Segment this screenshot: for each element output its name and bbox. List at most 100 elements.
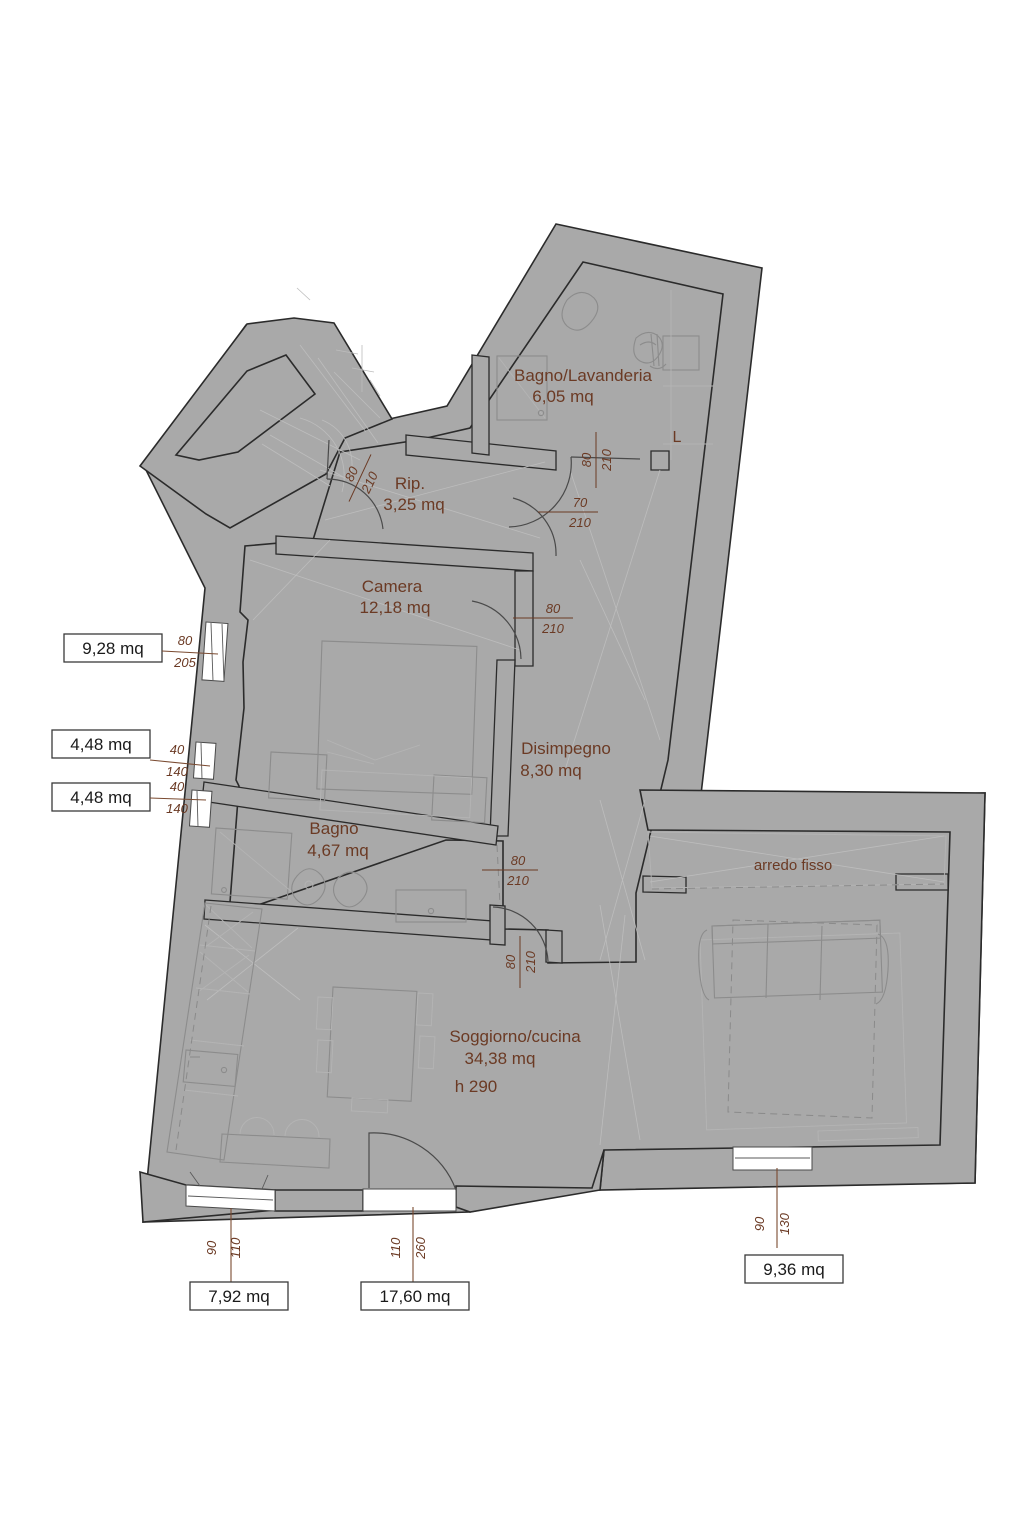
wall-camera-right-lower bbox=[489, 659, 516, 837]
window-camera-40-140 bbox=[192, 741, 217, 780]
svg-text:140: 140 bbox=[166, 801, 188, 816]
camera-furniture bbox=[268, 640, 488, 824]
wall-bagnolav-left bbox=[471, 354, 490, 456]
room-label-soggiorno-name: Soggiorno/cucina bbox=[449, 1027, 581, 1046]
door-opening-line-bagno bbox=[496, 844, 501, 906]
wall-arredo-stub-left bbox=[642, 875, 687, 894]
chair-r1 bbox=[415, 992, 434, 1027]
wall-bottom-mid bbox=[274, 1189, 364, 1212]
chair-l1 bbox=[315, 996, 334, 1031]
area-box-4-48-a bbox=[51, 729, 151, 759]
laundry-marker: L bbox=[673, 429, 682, 446]
toilet-icon bbox=[291, 868, 326, 906]
kitchen-counter-run bbox=[166, 902, 263, 1161]
window-living-90-130 bbox=[732, 1146, 813, 1171]
bidet-icon bbox=[332, 871, 368, 908]
svg-text:4,48 mq: 4,48 mq bbox=[70, 788, 131, 807]
swing-bagno bbox=[492, 906, 549, 962]
svg-text:9,28 mq: 9,28 mq bbox=[82, 639, 143, 658]
svg-text:260: 260 bbox=[413, 1236, 428, 1259]
room-label-rip-name: Rip. bbox=[395, 474, 425, 493]
nightstand-right bbox=[431, 774, 488, 824]
breakfast-counter bbox=[219, 1133, 331, 1169]
room-label-bagno-lavanderia-name: Bagno/Lavanderia bbox=[514, 366, 653, 385]
wall-soggiorno-jamb bbox=[545, 929, 563, 964]
svg-text:80: 80 bbox=[511, 853, 526, 868]
wc-icon bbox=[633, 331, 667, 370]
dim-bagnolav-entry: 80 210 bbox=[579, 432, 614, 488]
area-box-17-60 bbox=[360, 1281, 470, 1311]
stool-1 bbox=[239, 1117, 275, 1136]
svg-text:110: 110 bbox=[228, 1237, 243, 1258]
room-label-rip-area: 3,25 mq bbox=[383, 495, 444, 514]
svg-text:130: 130 bbox=[777, 1212, 792, 1234]
room-labels: Bagno/Lavanderia 6,05 mq Rip. 3,25 mq Ca… bbox=[307, 366, 652, 1096]
svg-text:210: 210 bbox=[599, 448, 614, 471]
area-box-7-92 bbox=[189, 1281, 289, 1311]
kitchen-upper-cabinets bbox=[175, 905, 212, 1151]
kitchen-sink bbox=[182, 1049, 239, 1088]
chair-bottom bbox=[350, 1097, 389, 1114]
sofa bbox=[698, 919, 889, 1005]
svg-text:110: 110 bbox=[388, 1237, 403, 1258]
window-bagno-40-140 bbox=[188, 789, 213, 828]
svg-text:80: 80 bbox=[546, 601, 561, 616]
svg-text:80: 80 bbox=[178, 633, 193, 648]
bagno-lavanderia-fixtures: L bbox=[496, 290, 713, 460]
room-label-bagno-area: 4,67 mq bbox=[307, 841, 368, 860]
svg-text:4,48 mq: 4,48 mq bbox=[70, 735, 131, 754]
svg-text:80: 80 bbox=[342, 464, 362, 484]
bagno-fixtures bbox=[210, 827, 467, 923]
arredo-fisso-zone: arredo fisso bbox=[647, 831, 947, 890]
bed-footboard bbox=[319, 769, 473, 819]
chair-r2 bbox=[417, 1035, 436, 1070]
internal-partitions bbox=[201, 354, 949, 964]
svg-text:90: 90 bbox=[752, 1216, 767, 1231]
left-dimension-annotations: 9,28 mq 80 205 4,48 mq 40 140 4,48 mq 40… bbox=[51, 633, 219, 816]
door-entrance-110-260 bbox=[362, 1132, 457, 1212]
room-label-soggiorno-height: h 290 bbox=[455, 1077, 498, 1096]
svg-text:210: 210 bbox=[523, 950, 538, 973]
svg-text:80: 80 bbox=[503, 954, 518, 969]
area-box-9-28 bbox=[63, 633, 163, 663]
svg-text:40: 40 bbox=[170, 779, 185, 794]
dim-soggiorno-entry: 80 210 bbox=[503, 936, 538, 988]
arredo-fisso-dashline bbox=[651, 883, 945, 890]
wall-bagno-door-jamb bbox=[489, 904, 506, 946]
dim-rip-disimpegno: 70 210 bbox=[538, 495, 598, 530]
room-label-soggiorno-area: 34,38 mq bbox=[465, 1049, 536, 1068]
svg-text:80: 80 bbox=[579, 452, 594, 467]
svg-text:7,92 mq: 7,92 mq bbox=[208, 1287, 269, 1306]
bagno-vanity bbox=[395, 889, 467, 923]
window-cucina-90-110 bbox=[185, 1171, 276, 1212]
room-label-bagno-lavanderia-area: 6,05 mq bbox=[532, 387, 593, 406]
dim-bagno-entry: 80 210 bbox=[482, 853, 538, 888]
svg-text:140: 140 bbox=[166, 764, 188, 779]
svg-text:70: 70 bbox=[573, 495, 588, 510]
soggiorno-cucina-furniture bbox=[166, 902, 436, 1169]
volume-cross-marks bbox=[204, 461, 661, 1146]
door-swings bbox=[326, 439, 641, 962]
sofa-footprint bbox=[727, 919, 878, 1119]
arredo-fisso-label: arredo fisso bbox=[754, 857, 832, 874]
shower-tray-icon bbox=[561, 291, 599, 331]
svg-text:9,36 mq: 9,36 mq bbox=[763, 1260, 824, 1279]
stool-2 bbox=[284, 1119, 320, 1138]
svg-text:17,60 mq: 17,60 mq bbox=[380, 1287, 451, 1306]
living-furniture bbox=[698, 919, 919, 1142]
swing-bagnolav bbox=[508, 456, 572, 528]
bed bbox=[316, 640, 478, 795]
stair-hatching bbox=[259, 287, 381, 493]
swing-rip-disimpegno bbox=[512, 497, 557, 557]
vanity-basin bbox=[496, 355, 548, 421]
laundry-counter bbox=[662, 335, 700, 371]
window-openings bbox=[185, 621, 813, 1212]
dim-camera-entry: 80 210 bbox=[513, 601, 573, 636]
svg-text:210: 210 bbox=[541, 621, 564, 636]
room-label-bagno-name: Bagno bbox=[309, 819, 358, 838]
area-box-9-36 bbox=[744, 1254, 844, 1284]
room-label-camera-area: 12,18 mq bbox=[360, 598, 431, 617]
shower-enclosure bbox=[210, 827, 293, 900]
